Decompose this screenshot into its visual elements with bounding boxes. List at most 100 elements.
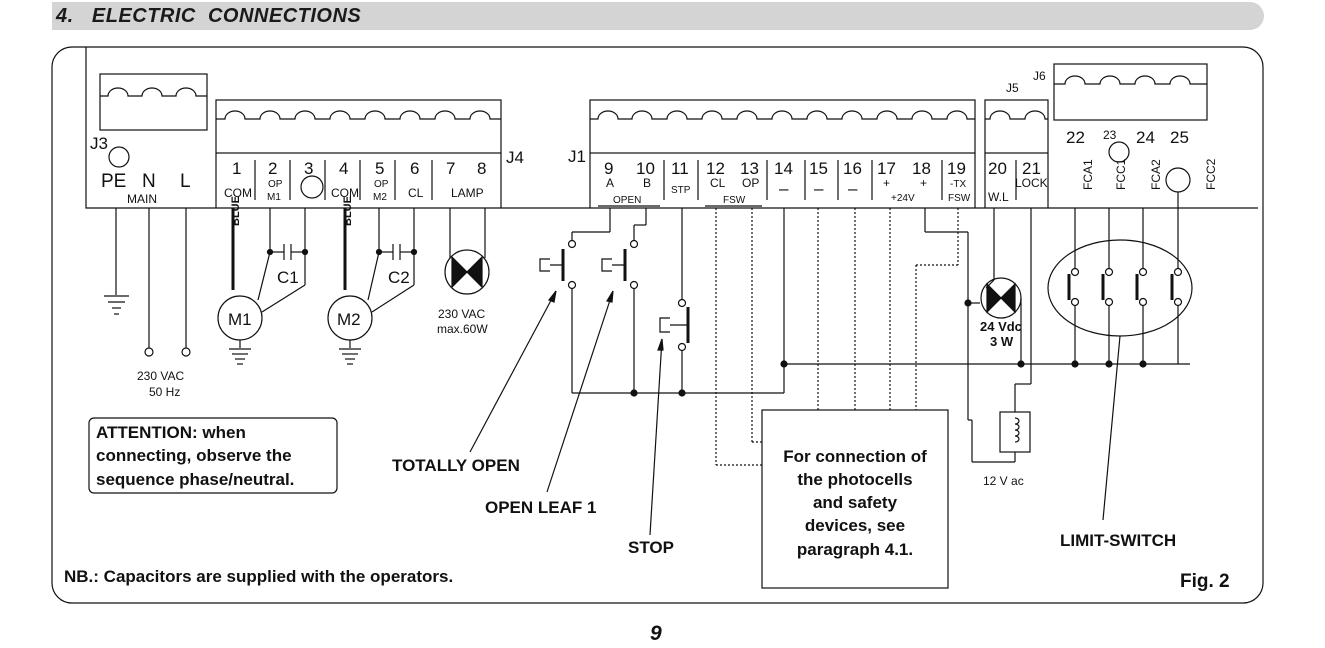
motor-m2-wiring <box>327 208 418 365</box>
motor-m1-label: M1 <box>228 310 252 329</box>
j1-label-a: A <box>606 176 614 190</box>
j1-number-17: 17 <box>877 159 896 178</box>
main-supply-wiring <box>104 208 191 357</box>
j1-label-stp: STP <box>671 185 691 196</box>
connector-j3 <box>99 73 208 168</box>
motor-m2-label: M2 <box>337 310 361 329</box>
j1-number-19: 19 <box>947 159 966 178</box>
warning-light <box>980 208 1025 368</box>
push-button-wiring <box>539 208 788 397</box>
j4-number-4: 4 <box>339 159 348 178</box>
j4-number-3: 3 <box>304 159 313 178</box>
attention-line-2: connecting, observe the <box>96 446 292 465</box>
j4-number-6: 6 <box>410 159 419 178</box>
j4-label-m1: M1 <box>267 192 281 203</box>
j4-label-com2: COM <box>331 186 359 200</box>
j1-label-cl: CL <box>710 176 726 190</box>
wire-label-blue-2: BLUE <box>342 196 354 226</box>
attention-line-3: sequence phase/neutral. <box>96 470 294 489</box>
j6-number-22: 22 <box>1066 128 1085 147</box>
label-main: MAIN <box>127 192 157 206</box>
j4-label-lamp: LAMP <box>451 186 484 200</box>
j6-label-fca2: FCA2 <box>1149 159 1163 190</box>
j1-label-plus-18: + <box>920 176 927 190</box>
connector-j6 <box>1053 63 1208 193</box>
warning-light-power: 3 W <box>990 334 1014 349</box>
j1-number-15: 15 <box>809 159 828 178</box>
j1-number-12: 12 <box>706 159 725 178</box>
callout-leaders <box>469 290 664 536</box>
supply-voltage: 230 VAC <box>137 369 184 383</box>
label-j1: J1 <box>568 147 586 166</box>
capacitor-c1: C1 <box>277 268 299 287</box>
j1-number-13: 13 <box>740 159 759 178</box>
attention-line-1: ATTENTION: when <box>96 423 246 442</box>
capacitor-c2: C2 <box>388 268 410 287</box>
j4-label-m2: M2 <box>373 192 387 203</box>
photocell-dotted-wiring <box>715 208 959 466</box>
j6-label-fcc1: FCC1 <box>1114 158 1128 190</box>
j1-number-9: 9 <box>604 159 613 178</box>
diagram-frame <box>51 46 1264 604</box>
j4-number-1: 1 <box>232 159 241 178</box>
j1-label-24v: +24V <box>891 193 915 204</box>
j4-number-8: 8 <box>477 159 486 178</box>
note-capacitors: NB.: Capacitors are supplied with the op… <box>64 567 453 586</box>
label-j5: J5 <box>1006 81 1019 95</box>
label-j3: J3 <box>90 134 108 153</box>
flashing-lamp <box>444 208 490 295</box>
page-number: 9 <box>650 622 662 645</box>
terminal-pe: PE <box>101 171 126 192</box>
label-j4: J4 <box>506 148 524 167</box>
j4-label-com1: COM <box>224 186 252 200</box>
j6-number-25: 25 <box>1170 128 1189 147</box>
j1-number-14: 14 <box>774 159 793 178</box>
photocells-box <box>761 409 949 589</box>
callout-limit-switch: LIMIT-SWITCH <box>1060 531 1176 550</box>
photocells-line-1: For connection of <box>783 447 927 466</box>
section-header: 4. ELECTRIC CONNECTIONS <box>52 2 1264 30</box>
lamp-power: max.60W <box>437 322 488 336</box>
motor-m1-wiring <box>217 208 309 365</box>
lamp-voltage: 230 VAC <box>438 307 485 321</box>
j6-number-23: 23 <box>1103 128 1117 142</box>
connector-j4 <box>215 99 502 208</box>
j1-label-fsw2: FSW <box>948 193 971 204</box>
j1-number-11: 11 <box>671 159 689 178</box>
attention-box <box>88 417 338 494</box>
j4-number-5: 5 <box>375 159 384 178</box>
j1-label-b: B <box>643 176 651 190</box>
photocells-line-4: devices, see <box>805 516 905 535</box>
photocells-line-2: the photocells <box>797 470 912 489</box>
electric-lock <box>999 208 1032 453</box>
section-title: 4. ELECTRIC CONNECTIONS <box>56 5 362 27</box>
j1-label-plus-17: + <box>883 176 890 190</box>
terminal-l: L <box>180 171 191 192</box>
supply-frequency: 50 Hz <box>149 385 180 399</box>
figure-label: Fig. 2 <box>1180 571 1230 592</box>
j5-label-wl: W.L <box>988 190 1009 204</box>
label-j6: J6 <box>1033 69 1046 83</box>
callout-stop: STOP <box>628 538 674 557</box>
j5-number-21: 21 <box>1022 159 1041 178</box>
j5-number-20: 20 <box>988 159 1007 178</box>
warning-light-voltage: 24 Vdc <box>980 319 1022 334</box>
j5-label-lock: LOCK <box>1015 176 1048 190</box>
lock-supply: 12 V ac <box>983 474 1024 488</box>
j4-label-op2: OP <box>374 179 389 190</box>
photocells-line-5: paragraph 4.1. <box>797 540 913 559</box>
j6-number-24: 24 <box>1136 128 1155 147</box>
wire-label-blue-1: BLUE <box>230 196 242 226</box>
safety-power-wiring <box>784 208 1190 463</box>
j1-label-op: OP <box>742 176 759 190</box>
j1-label-minus-16: – <box>848 179 858 198</box>
j1-label-open: OPEN <box>613 195 641 206</box>
limit-switch-wiring <box>1047 192 1193 521</box>
j1-number-10: 10 <box>636 159 655 178</box>
board-edge <box>85 47 1258 209</box>
callout-open-leaf-1: OPEN LEAF 1 <box>485 498 596 517</box>
j4-label-op1: OP <box>268 179 283 190</box>
j6-label-fca1: FCA1 <box>1081 159 1095 190</box>
j1-number-16: 16 <box>843 159 862 178</box>
